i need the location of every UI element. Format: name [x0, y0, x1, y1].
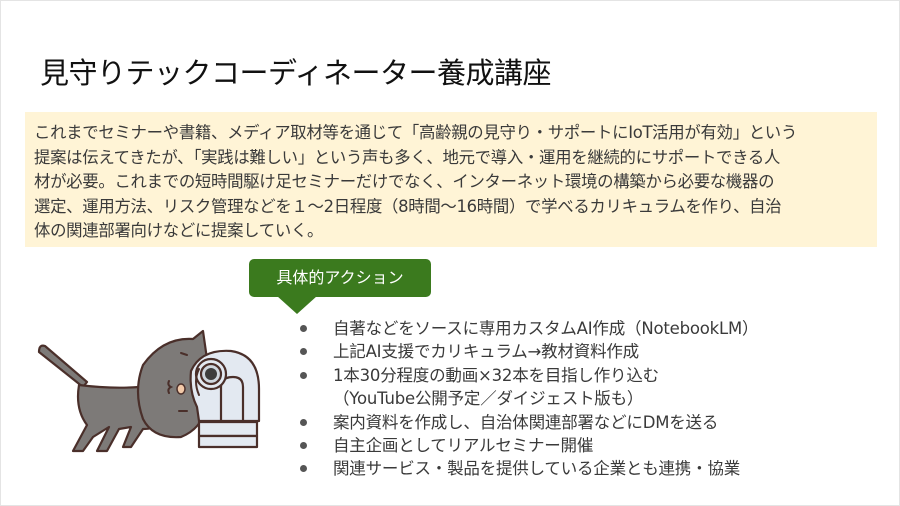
list-item-text: 関連サービス・製品を提供している企業とも連携・協業	[333, 459, 741, 479]
bullet-icon	[300, 348, 307, 356]
summary-line: これまでセミナーや書籍、メディア取材等を通じて「高齢親の見守り・サポートにIoT…	[34, 123, 797, 142]
summary-line: 提案は伝えてきたが、「実践は難しい」という声も多く、地元で導入・運用を継続的にサ…	[34, 147, 781, 167]
bullet-icon	[300, 371, 307, 379]
list-item-continuation: （YouTube公開予定／ダイジェスト版も）	[333, 389, 644, 409]
summary-line: 選定、運用方法、リスク管理などを１～2日程度（8時間～16時間）で学べるカリキュ…	[34, 196, 782, 216]
slide-title: 見守りテックコーディネーター養成講座	[40, 56, 551, 90]
summary-box	[25, 112, 877, 247]
summary-line: 材が必要。これまでの短時間駆け足セミナーだけでなく、インターネット環境の構築から…	[34, 172, 775, 191]
list-item: 上記AI支援でカリキュラム→教材資料作成	[297, 340, 758, 363]
list-item-text: 上記AI支援でカリキュラム→教材資料作成	[333, 342, 639, 362]
list-item-text: 案内資料を作成し、自治体関連部署などにDMを送る	[333, 412, 719, 432]
bullet-icon	[300, 442, 307, 450]
bullet-icon	[300, 465, 307, 473]
list-item: 1本30分程度の動画×32本を目指し作り込む （YouTube公開予定／ダイジェ…	[297, 364, 758, 411]
list-item-text: 自主企画としてリアルセミナー開催	[333, 436, 594, 456]
callout-pointer	[277, 296, 317, 314]
list-item: 関連サービス・製品を提供している企業とも連携・協業	[297, 457, 758, 480]
list-item: 案内資料を作成し、自治体関連部署などにDMを送る	[297, 411, 758, 434]
action-list: 自著などをソースに専用カスタムAI作成（NotebookLM） 上記AI支援でカ…	[297, 317, 759, 481]
list-item-text: 自著などをソースに専用カスタムAI作成（NotebookLM）	[333, 319, 759, 338]
list-item: 自著などをソースに専用カスタムAI作成（NotebookLM）	[297, 317, 759, 340]
summary-text: これまでセミナーや書籍、メディア取材等を通じて「高齢親の見守り・サポートにIoT…	[34, 121, 872, 244]
bullet-icon	[300, 325, 307, 332]
list-item-text: 1本30分程度の動画×32本を目指し作り込む	[333, 365, 659, 385]
list-item: 自主企画としてリアルセミナー開催	[297, 434, 758, 457]
cat-with-camera-illustration	[37, 329, 261, 453]
actions-callout: 具体的アクション	[249, 259, 431, 297]
summary-line: 体の関連部署向けなどに提案していく。	[34, 221, 324, 240]
bullet-icon	[300, 418, 307, 426]
